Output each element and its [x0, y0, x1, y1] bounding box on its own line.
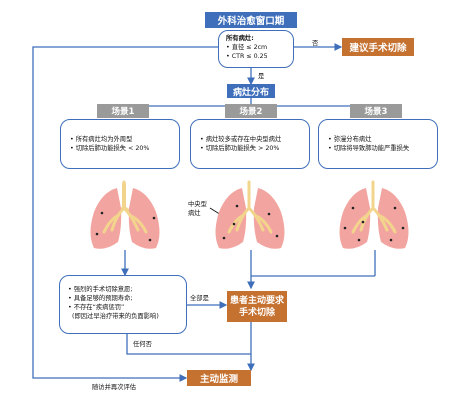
no-label: 否	[312, 40, 319, 47]
follow-up-label: 随访并再次评估	[92, 384, 137, 391]
yes-label: 是	[258, 73, 265, 80]
criteria-box: 所有病灶: • 直径 ≤ 2cm • CTR ≤ 0.25	[218, 30, 294, 68]
central-lesion-line: 中央型	[188, 201, 207, 208]
lungs-scenario-1-image	[90, 180, 160, 249]
scenario-line: • 切除后肺功能损失 > 20%	[200, 145, 280, 152]
condition-line: • 具备足够的预期寿命;	[68, 295, 133, 302]
patient-request-line: 患者主动要求	[229, 295, 284, 306]
scenario-1-header: 场景1	[97, 104, 149, 118]
criteria-line: • 直径 ≤ 2cm	[226, 44, 268, 51]
active-surveillance-box: 主动监测	[187, 370, 251, 386]
central-lesion-label: 中央型 病灶	[188, 200, 207, 218]
conditions-box: • 强烈的手术切除意愿; • 具备足够的预期寿命; • 不存在“疾病惩罚” (即…	[59, 275, 187, 334]
lungs-scenario-2-image	[215, 180, 285, 249]
central-lesion-line: 病灶	[188, 210, 201, 217]
lungs-scenario-3-image	[339, 180, 409, 249]
recommend-surgery-box: 建议手术切除	[342, 38, 414, 56]
scenario-3-box: • 弥漫分布病灶 • 切除将导致肺功能严重损失	[318, 119, 438, 169]
all-yes-label: 全部是	[190, 295, 209, 302]
scenario-line: • 所有病灶均为外周型	[70, 136, 133, 143]
criteria-line: 所有病灶:	[226, 35, 254, 42]
condition-line: • 强烈的手术切除意愿;	[68, 286, 133, 293]
patient-request-line: 手术切除	[238, 307, 275, 318]
any-no-label: 任何否	[133, 341, 152, 348]
criteria-line: • CTR ≤ 0.25	[226, 53, 268, 60]
condition-line: (即因过早治疗带来的负面影响)	[68, 313, 159, 320]
scenario-2-box: • 病灶较多或存在中央型病灶 • 切除后肺功能损失 > 20%	[190, 119, 310, 169]
scenario-1-box: • 所有病灶均为外周型 • 切除后肺功能损失 < 20%	[60, 119, 180, 169]
patient-request-surgery-box: 患者主动要求 手术切除	[227, 291, 287, 322]
condition-line: • 不存在“疾病惩罚”	[68, 304, 125, 311]
scenario-3-header: 场景3	[350, 104, 402, 118]
lesion-distribution-title: 病灶分布	[227, 84, 275, 98]
scenario-line: • 切除将导致肺功能严重损失	[328, 145, 410, 152]
scenario-line: • 弥漫分布病灶	[328, 136, 372, 143]
surgical-window-title: 外科治愈窗口期	[205, 12, 297, 28]
scenario-2-header: 场景2	[225, 104, 277, 118]
scenario-line: • 切除后肺功能损失 < 20%	[70, 145, 150, 152]
scenario-line: • 病灶较多或存在中央型病灶	[200, 136, 282, 143]
